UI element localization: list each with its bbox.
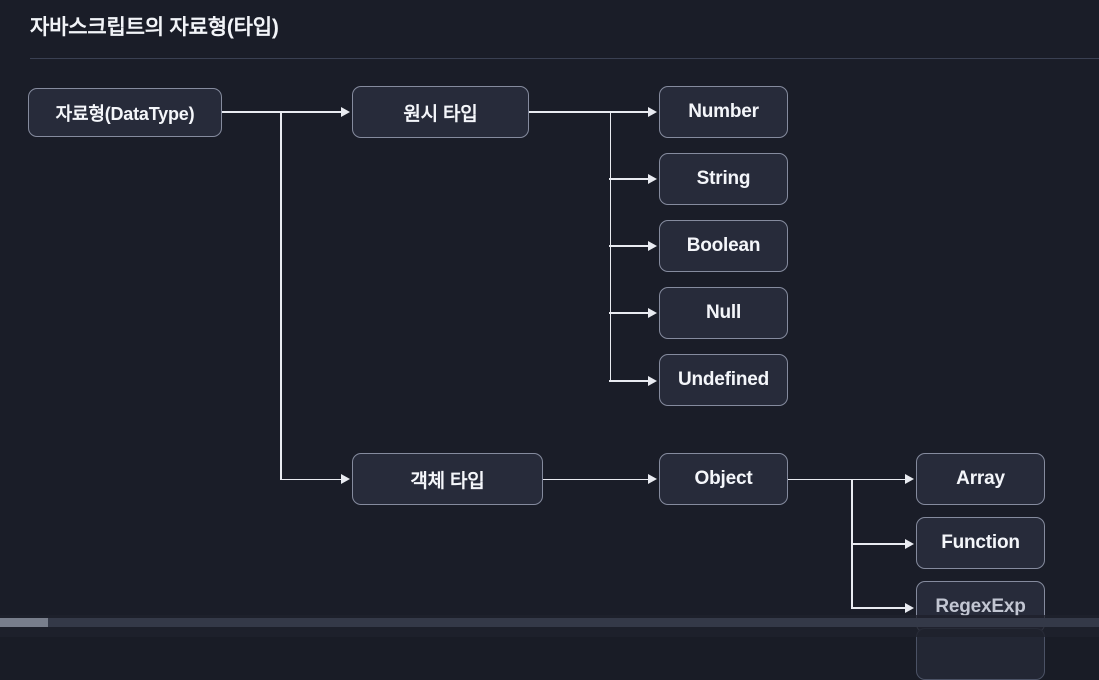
arrowhead-string xyxy=(648,174,657,184)
node-root-datatype[interactable]: 자료형(DataType) xyxy=(28,88,222,137)
connector-to-function xyxy=(851,543,906,545)
arrowhead-primitive xyxy=(341,107,350,117)
arrowhead-function xyxy=(905,538,914,549)
connector-to-regexexp xyxy=(851,607,906,609)
arrowhead-array xyxy=(905,474,914,484)
node-string[interactable]: String xyxy=(659,153,788,205)
connector-object-trunk-h xyxy=(788,478,852,481)
page-root: 자바스크립트의 자료형(타입) 자료형(DataType) 원시 타입 Numb… xyxy=(0,16,1099,680)
node-object[interactable]: Object xyxy=(659,453,788,505)
connector-primitive-trunk-h xyxy=(529,111,611,113)
node-null[interactable]: Null xyxy=(659,287,788,339)
connector-to-array xyxy=(851,478,906,481)
connector-to-null xyxy=(609,312,650,314)
connector-trunk-primitive xyxy=(280,111,342,113)
arrowhead-undefined xyxy=(648,376,657,386)
connector-root-trunk-v xyxy=(280,111,282,480)
page-title: 자바스크립트의 자료형(타입) xyxy=(30,16,279,39)
connector-root-trunk-h xyxy=(222,111,282,113)
arrowhead-regexexp xyxy=(905,602,914,613)
scrollbar-thumb[interactable] xyxy=(0,618,48,627)
arrowhead-number xyxy=(648,107,657,117)
diagram-canvas: 자료형(DataType) 원시 타입 Number String Boolea… xyxy=(0,62,1099,680)
connector-to-boolean xyxy=(609,245,650,247)
arrowhead-boolean xyxy=(648,241,657,251)
node-number[interactable]: Number xyxy=(659,86,788,138)
node-function[interactable]: Function xyxy=(916,517,1045,569)
node-array[interactable]: Array xyxy=(916,453,1045,505)
arrowhead-null xyxy=(648,308,657,318)
horizontal-scrollbar[interactable] xyxy=(0,615,1099,637)
node-boolean[interactable]: Boolean xyxy=(659,220,788,272)
header-divider xyxy=(30,58,1099,59)
connector-to-string xyxy=(609,178,650,180)
arrowhead-object xyxy=(648,474,657,484)
scrollbar-track[interactable] xyxy=(0,618,1099,627)
node-undefined[interactable]: Undefined xyxy=(659,354,788,406)
connector-objecttype-object xyxy=(543,478,650,481)
connector-to-number xyxy=(609,111,650,113)
connector-to-undefined xyxy=(609,380,650,382)
node-object-type[interactable]: 객체 타입 xyxy=(352,453,543,505)
node-primitive-type[interactable]: 원시 타입 xyxy=(352,86,529,138)
arrowhead-object-type xyxy=(341,474,350,484)
connector-trunk-object-type xyxy=(280,478,342,481)
